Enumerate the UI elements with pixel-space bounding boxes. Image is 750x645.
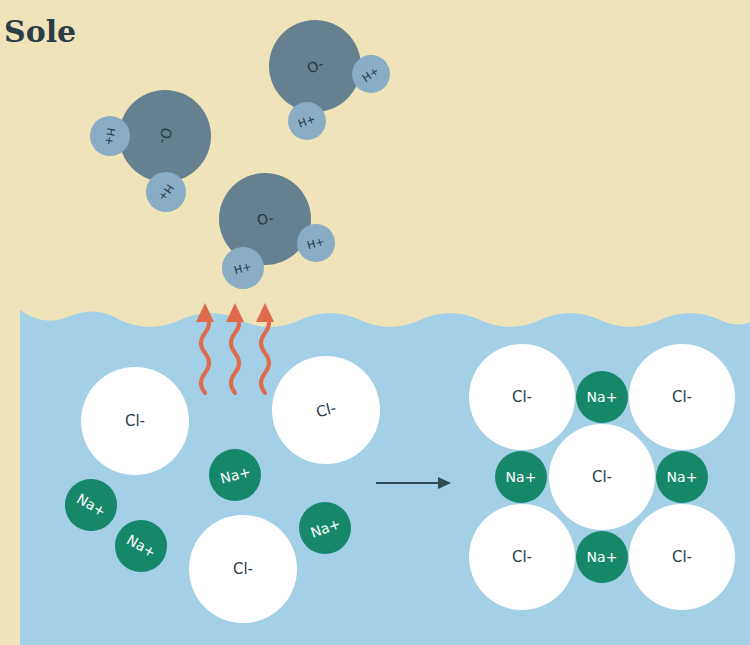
ion-label: Na+ <box>218 463 252 486</box>
ion-label: Cl- <box>672 388 692 406</box>
sodium-ion: Na+ <box>115 520 166 571</box>
sodium-ion: Na+ <box>299 502 351 554</box>
hydrogen-atom: H+ <box>297 224 335 262</box>
oxygen-atom: O- <box>269 20 361 112</box>
ion-label: Na+ <box>124 531 159 560</box>
chloride-ion: Cl- <box>81 367 189 475</box>
chloride-ion: Cl- <box>629 504 735 610</box>
hydrogen-atom: H+ <box>288 102 326 140</box>
ion-label: H+ <box>306 234 326 251</box>
sodium-ion: Na+ <box>656 451 708 503</box>
sodium-ion: Na+ <box>576 531 628 583</box>
ion-label: H+ <box>102 126 118 145</box>
crystallisation-arrow <box>376 477 451 489</box>
ion-label: O- <box>304 55 326 76</box>
ion-label: Cl- <box>314 399 338 422</box>
sodium-ion: Na+ <box>209 449 261 501</box>
evaporation-arrowheads <box>196 303 274 322</box>
ion-label: H+ <box>233 259 253 276</box>
sodium-ion: Na+ <box>576 371 628 423</box>
ion-label: O- <box>256 210 275 229</box>
chloride-ion: Cl- <box>629 344 735 450</box>
chloride-ion: Cl- <box>189 515 297 623</box>
evaporation-arrows <box>201 313 269 393</box>
chloride-ion: Cl- <box>549 424 655 530</box>
water-body <box>20 310 750 645</box>
ion-label: Cl- <box>512 388 532 406</box>
ion-label: Na+ <box>74 490 109 519</box>
ion-label: O- <box>155 126 176 147</box>
ion-label: Cl- <box>512 548 532 566</box>
oxygen-atom: O- <box>119 90 211 182</box>
chloride-ion: Cl- <box>469 344 575 450</box>
ion-label: H+ <box>297 112 318 130</box>
hydrogen-atom: H+ <box>352 55 390 93</box>
ion-label: Cl- <box>233 560 253 578</box>
hydrogen-atom: H+ <box>90 116 130 156</box>
ion-label: Cl- <box>672 548 692 566</box>
ion-label: Na+ <box>587 549 618 565</box>
hydrogen-atom: H+ <box>222 247 264 289</box>
sodium-ion: Na+ <box>65 479 116 530</box>
diagram-title: Sole <box>4 14 76 49</box>
sodium-ion: Na+ <box>495 451 547 503</box>
ion-label: Cl- <box>592 468 612 486</box>
chloride-ion: Cl- <box>272 356 380 464</box>
ion-label: Na+ <box>308 515 342 541</box>
hydrogen-atom: H+ <box>146 172 186 212</box>
ion-label: Na+ <box>587 389 618 405</box>
chloride-ion: Cl- <box>469 504 575 610</box>
ion-label: Cl- <box>125 412 145 430</box>
ion-label: Na+ <box>667 469 698 485</box>
ion-label: H+ <box>360 64 382 85</box>
ion-label: H+ <box>156 181 177 203</box>
ion-label: Na+ <box>506 469 537 485</box>
